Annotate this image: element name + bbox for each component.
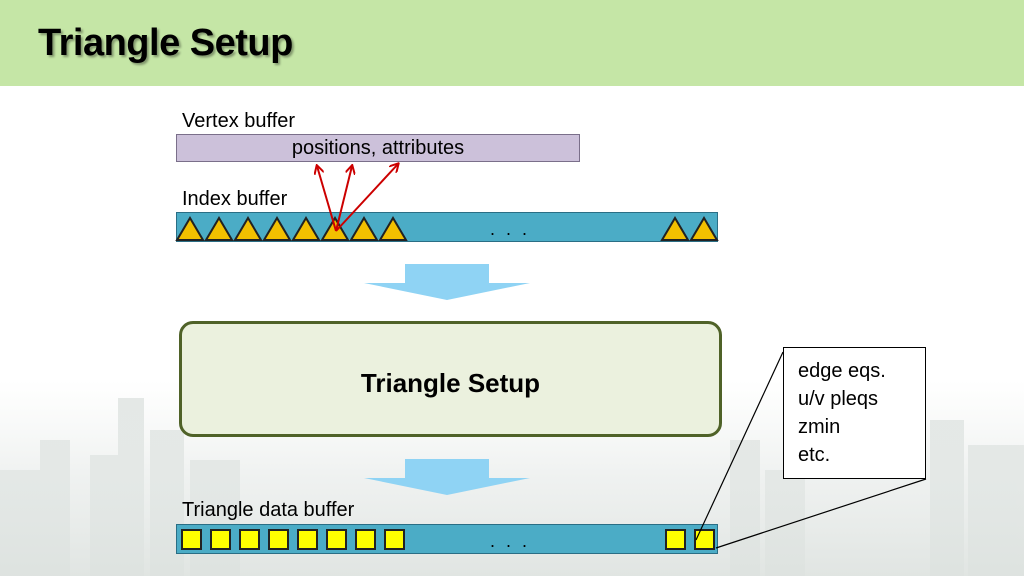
- index-triangle: [233, 216, 263, 241]
- index-triangle: [689, 216, 719, 241]
- triangle-data-square: [355, 529, 376, 550]
- vertex-buffer-label: Vertex buffer: [182, 110, 296, 132]
- triangle-data-square: [181, 529, 202, 550]
- index-buffer-label: Index buffer: [182, 188, 288, 210]
- index-triangle: [204, 216, 234, 241]
- triangle-data-square: [268, 529, 289, 550]
- index-buffer-ellipsis: . . .: [489, 219, 530, 239]
- note-line: edge eqs.: [798, 360, 886, 382]
- title-bar: Triangle Setup: [0, 0, 1024, 86]
- triangle-data-square: [384, 529, 405, 550]
- note-line: zmin: [798, 416, 841, 438]
- index-triangle: [175, 216, 205, 241]
- triangle-setup-label: Triangle Setup: [360, 368, 541, 398]
- vertex-buffer-bar: positions, attributes: [176, 134, 580, 162]
- triangle-data-square: [326, 529, 347, 550]
- triangle-data-buffer-label: Triangle data buffer: [182, 499, 355, 521]
- index-buffer-bar: [175, 212, 719, 242]
- triangle-data-square: [210, 529, 231, 550]
- note-line: u/v pleqs: [798, 388, 879, 410]
- triangle-data-square: [239, 529, 260, 550]
- triangle-setup-box: Triangle Setup: [179, 321, 722, 437]
- triangle-data-ellipsis: . . .: [489, 531, 530, 551]
- index-triangle: [262, 216, 292, 241]
- index-triangle: [291, 216, 321, 241]
- slide-title: Triangle Setup: [38, 22, 293, 64]
- triangle-data-square: [665, 529, 686, 550]
- index-triangle: [660, 216, 690, 241]
- triangle-data-buffer-bar: [176, 524, 718, 554]
- triangle-data-square: [694, 529, 715, 550]
- setup-output-note: edge eqs. u/v pleqs zmin etc.: [783, 347, 926, 479]
- triangle-data-square: [297, 529, 318, 550]
- note-line: etc.: [798, 444, 831, 466]
